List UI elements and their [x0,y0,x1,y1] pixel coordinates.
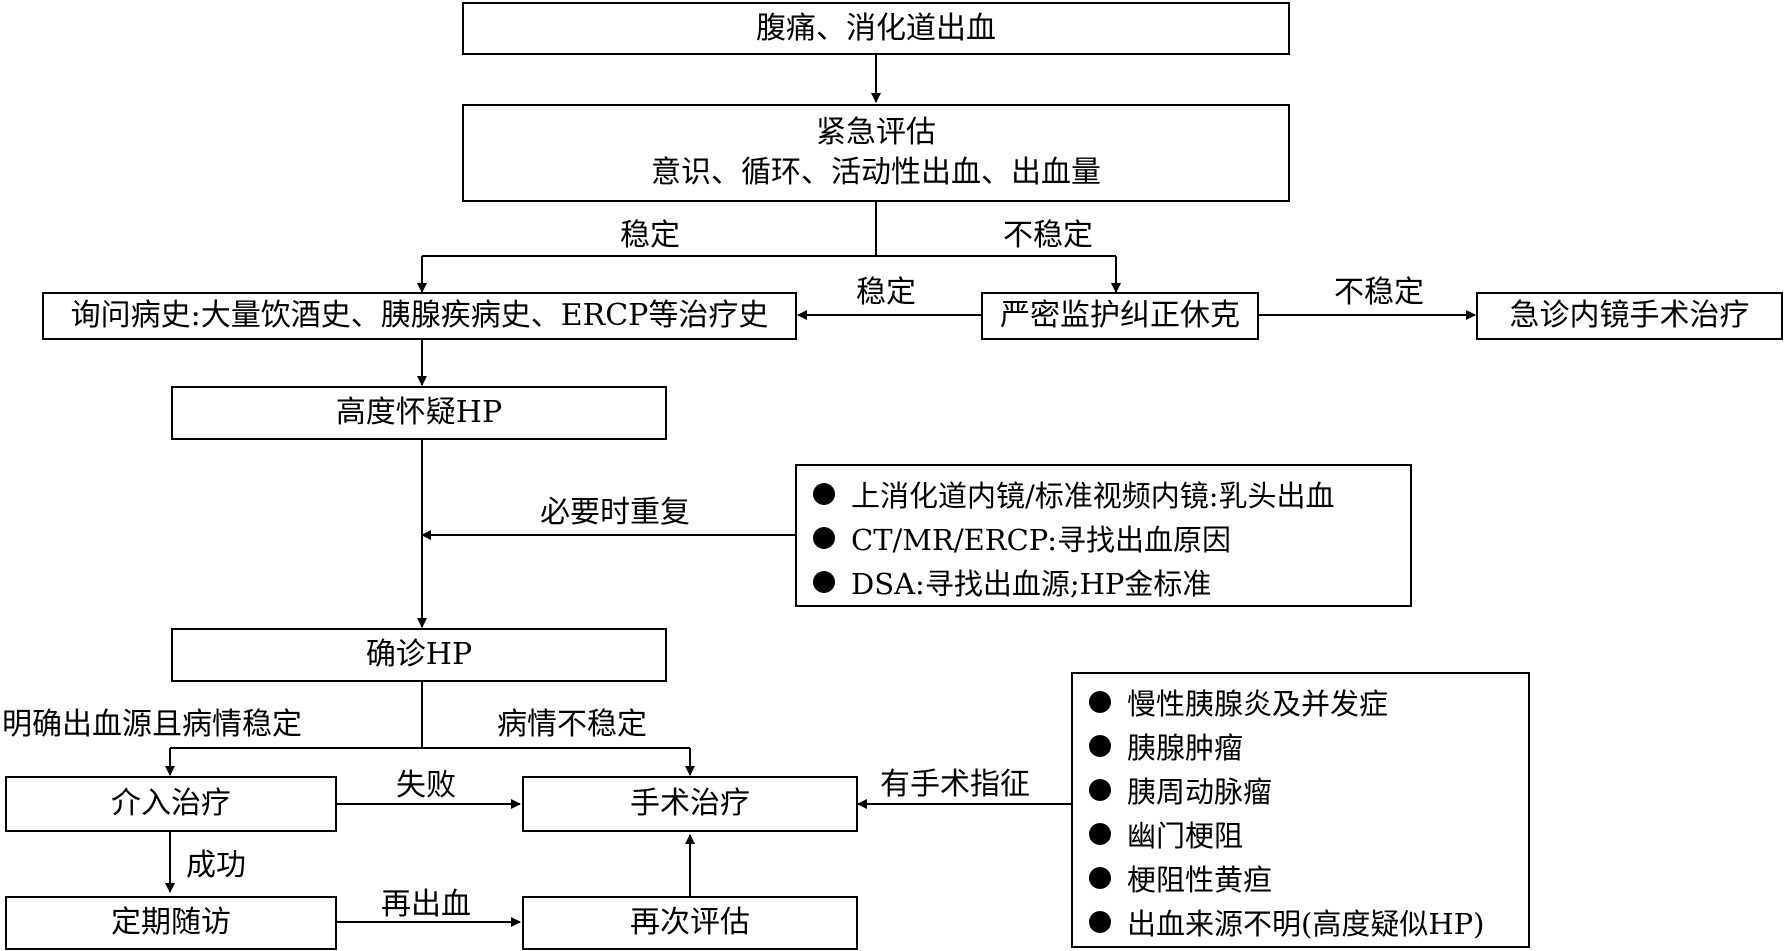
emergency-endoscopy-text: 急诊内镜手术治疗 [1509,298,1750,333]
surgery-text: 手术治疗 [630,786,750,821]
list-item: 慢性胰腺炎及并发症 [1089,680,1512,724]
indication-item-5: 梗阻性黄疸 [1127,863,1273,897]
examination-list: 上消化道内镜/标准视频内镜:乳头出血 CT/MR/ERCP:寻找出血原因 DSA… [795,464,1412,607]
edge-label-success: 成功 [186,848,246,883]
edge-label-stable-left: 稳定 [620,218,680,253]
exam-item-3: DSA:寻找出血源;HP金标准 [851,567,1212,601]
interventional-text: 介入治疗 [111,786,231,821]
bullet-icon [813,571,835,593]
bullet-icon [813,527,835,549]
emergency-detail: 意识、循环、活动性出血、出血量 [651,155,1101,190]
list-item: CT/MR/ERCP:寻找出血原因 [813,516,1394,560]
exam-item-1: 上消化道内镜/标准视频内镜:乳头出血 [851,479,1335,513]
interventional-box: 介入治疗 [5,776,337,832]
history-text: 询问病史:大量饮酒史、胰腺疾病史、ERCP等治疗史 [70,298,769,333]
indication-item-6: 出血来源不明(高度疑似HP) [1127,907,1485,941]
symptoms-box: 腹痛、消化道出血 [462,2,1290,55]
edge-label-unstable-condition: 病情不稳定 [497,707,647,742]
edge-label-stable-back: 稳定 [856,275,916,310]
follow-up-box: 定期随访 [5,896,337,950]
bullet-icon [1089,867,1111,889]
follow-up-text: 定期随访 [111,905,231,940]
reassess-box: 再次评估 [522,896,858,950]
edge-label-source-clear: 明确出血源且病情稳定 [2,707,302,742]
bullet-icon [1089,779,1111,801]
edge-label-failure: 失败 [396,768,456,803]
surgery-box: 手术治疗 [522,776,858,832]
indication-item-3: 胰周动脉瘤 [1127,775,1273,809]
bullet-icon [1089,911,1111,933]
monitor-text: 严密监护纠正休克 [1000,298,1240,333]
history-box: 询问病史:大量饮酒史、胰腺疾病史、ERCP等治疗史 [42,292,797,340]
list-item: 幽门梗阻 [1089,812,1512,856]
list-item: 胰周动脉瘤 [1089,768,1512,812]
indication-item-4: 幽门梗阻 [1127,819,1244,853]
reassess-text: 再次评估 [630,905,750,940]
list-item: 出血来源不明(高度疑似HP) [1089,900,1512,944]
list-item: 梗阻性黄疸 [1089,856,1512,900]
exam-item-2: CT/MR/ERCP:寻找出血原因 [851,523,1232,557]
list-item: DSA:寻找出血源;HP金标准 [813,560,1394,604]
edge-label-repeat: 必要时重复 [540,495,690,530]
confirm-hp-box: 确诊HP [171,628,667,682]
symptoms-text: 腹痛、消化道出血 [756,10,996,46]
edge-label-unstable-endoscopy: 不稳定 [1334,275,1424,310]
bullet-icon [1089,735,1111,757]
edge-label-rebleeding: 再出血 [381,887,471,922]
edge-label-surgical-indication: 有手术指征 [880,767,1030,802]
confirm-hp-text: 确诊HP [365,637,473,672]
monitor-box: 严密监护纠正休克 [981,292,1259,340]
list-item: 胰腺肿瘤 [1089,724,1512,768]
indication-item-2: 胰腺肿瘤 [1127,731,1244,765]
edge-label-unstable-right: 不稳定 [1003,218,1093,253]
indication-item-1: 慢性胰腺炎及并发症 [1127,687,1389,721]
indication-list: 慢性胰腺炎及并发症 胰腺肿瘤 胰周动脉瘤 幽门梗阻 梗阻性黄疸 出血来源不明(高… [1071,672,1530,948]
bullet-icon [1089,823,1111,845]
suspect-hp-box: 高度怀疑HP [171,386,667,440]
emergency-endoscopy-box: 急诊内镜手术治疗 [1476,292,1783,340]
list-item: 上消化道内镜/标准视频内镜:乳头出血 [813,472,1394,516]
bullet-icon [1089,691,1111,713]
emergency-title: 紧急评估 [816,115,936,150]
suspect-hp-text: 高度怀疑HP [335,395,503,430]
bullet-icon [813,483,835,505]
emergency-assessment-box: 紧急评估 意识、循环、活动性出血、出血量 [462,104,1290,202]
